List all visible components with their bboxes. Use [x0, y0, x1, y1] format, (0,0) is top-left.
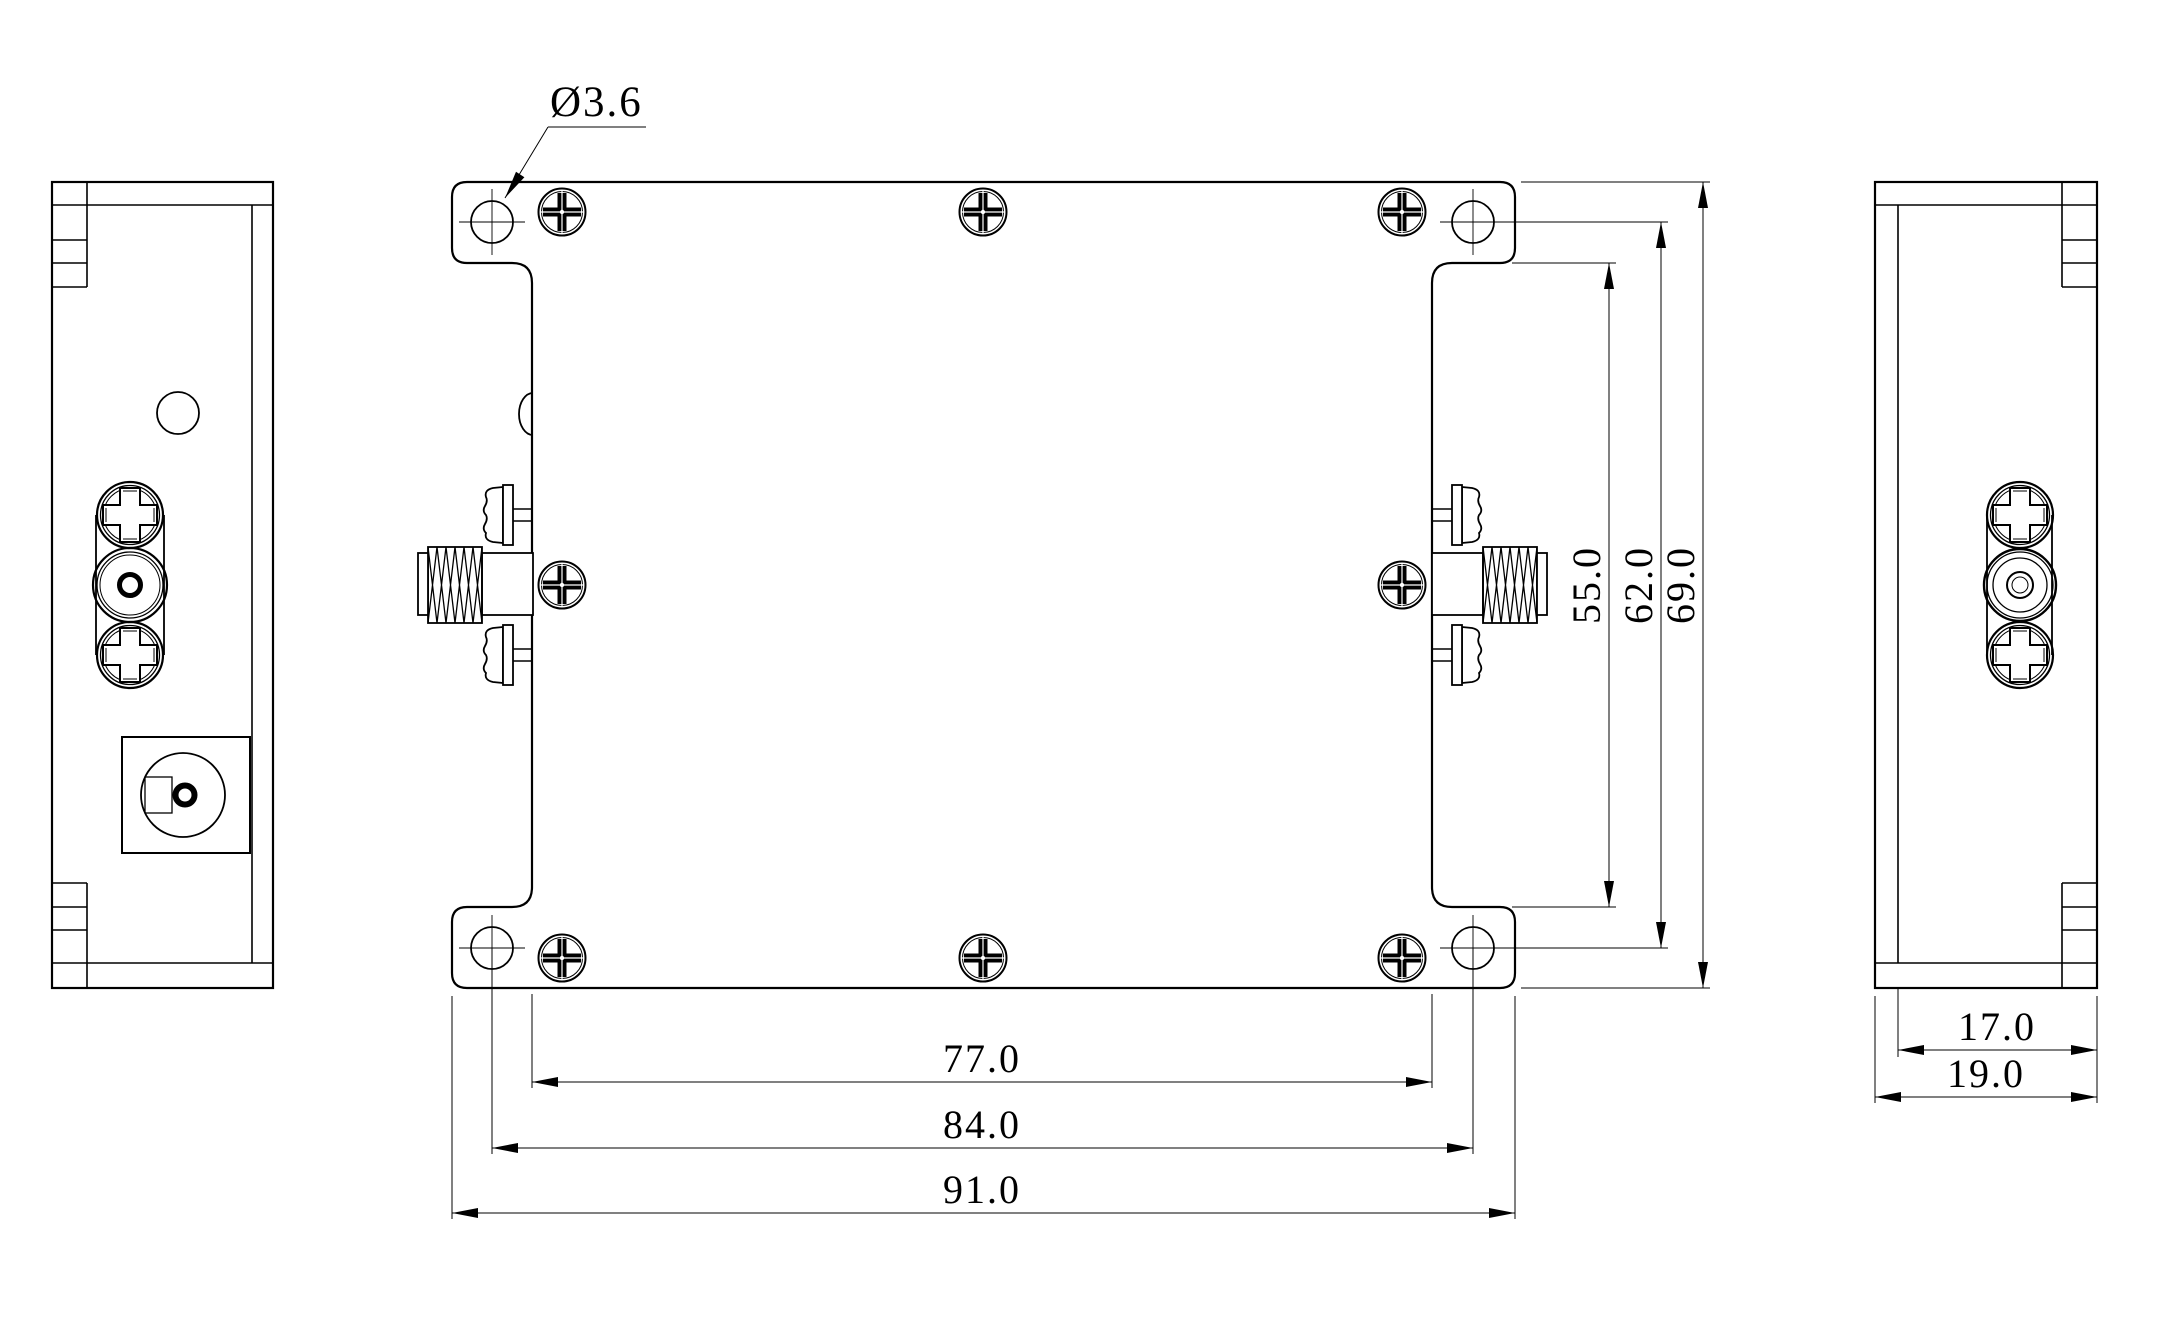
dim-label-19: 19.0 [1947, 1051, 2025, 1096]
panel-screw-icon [95, 480, 165, 550]
mounting-hole-top-left [459, 189, 525, 255]
sma-connector-side-left [418, 485, 533, 685]
right-view-top-ear-steps [2061, 182, 2097, 288]
left-view-top-ear-steps [52, 182, 88, 288]
panel-screw-icon [1985, 620, 2055, 690]
dim-label-91: 91.0 [943, 1167, 1021, 1212]
left-view-outline [50, 180, 275, 990]
dim-label-55: 55.0 [1564, 546, 1609, 624]
front-view [418, 180, 1547, 990]
cover-screw-icon [958, 187, 1008, 237]
panel-screw-icon [95, 620, 165, 690]
cover-screw-icon [537, 933, 587, 983]
dimensions: 77.0 84.0 91.0 55.0 62.0 69.0 17.0 19.0 … [451, 79, 2098, 1219]
dc-power-jack [121, 736, 251, 854]
right-view-bottom-ear-steps [2061, 882, 2097, 988]
edge-notch-arc [518, 392, 534, 436]
cover-screw-icon [958, 933, 1008, 983]
right-side-view [1873, 180, 2099, 990]
connector-bracket-left [95, 515, 165, 655]
cover-screw-icon [1377, 933, 1427, 983]
right-view-outline [1873, 180, 2099, 990]
sma-connector-front-right [1982, 547, 2058, 623]
dim-label-84: 84.0 [943, 1102, 1021, 1147]
dim-label-62: 62.0 [1616, 546, 1661, 624]
right-view-flange-bands [1875, 204, 2097, 964]
callout-leader-line [504, 126, 646, 199]
cover-screw-icon [537, 560, 587, 610]
callout-arrowhead [505, 171, 525, 198]
left-view-bottom-ear-steps [52, 882, 88, 988]
dim-label-77: 77.0 [943, 1036, 1021, 1081]
dim-label-17: 17.0 [1958, 1004, 2036, 1049]
extension-lines-bottom [451, 948, 1516, 1219]
cover-screw-icon [537, 187, 587, 237]
panel-screw-icon [1985, 480, 2055, 550]
dim-arrowheads [452, 182, 2097, 1218]
front-view-outline [450, 180, 1517, 990]
left-view-flange-bands [52, 204, 273, 964]
sma-connector-front-left [91, 546, 169, 624]
callout-label: Ø3.6 [550, 79, 643, 126]
cover-screw-icon [1377, 187, 1427, 237]
cover-screw-icon [1377, 560, 1427, 610]
dim-label-69: 69.0 [1658, 546, 1703, 624]
hole-diameter-callout: Ø3.6 [504, 79, 646, 199]
left-side-view [50, 180, 275, 990]
sma-connector-side-right [1432, 485, 1547, 685]
extension-lines-right [1482, 181, 1710, 989]
indicator-hole [156, 391, 200, 435]
